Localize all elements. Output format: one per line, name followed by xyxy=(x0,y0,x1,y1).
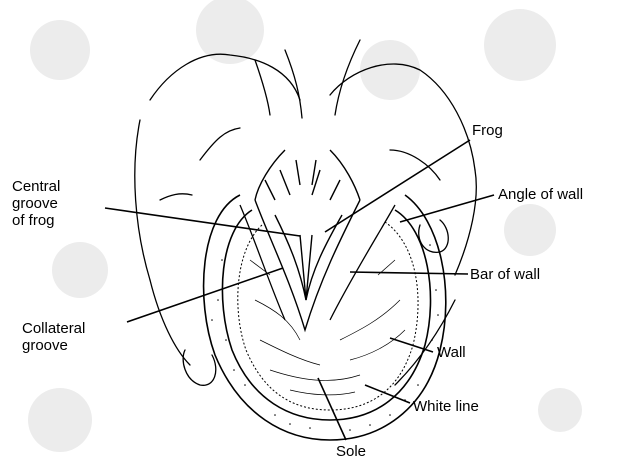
label-frog: Frog xyxy=(472,122,503,139)
watermark xyxy=(28,0,582,452)
label-central-groove: Central groove of frog xyxy=(12,178,60,229)
label-white-line: White line xyxy=(413,398,479,415)
label-collateral-groove: Collateral groove xyxy=(22,320,85,354)
white-line xyxy=(238,222,418,410)
hands xyxy=(135,40,477,385)
frog xyxy=(255,150,360,330)
label-bar-of-wall: Bar of wall xyxy=(470,266,540,283)
leader-angle-of-wall xyxy=(400,195,494,222)
leader-central-groove xyxy=(105,208,300,236)
label-sole: Sole xyxy=(336,443,366,460)
leader-frog xyxy=(325,140,470,232)
leader-bar-of-wall xyxy=(350,272,468,274)
label-wall: Wall xyxy=(437,344,466,361)
sole-texture xyxy=(250,260,405,395)
label-angle-of-wall: Angle of wall xyxy=(498,186,583,203)
